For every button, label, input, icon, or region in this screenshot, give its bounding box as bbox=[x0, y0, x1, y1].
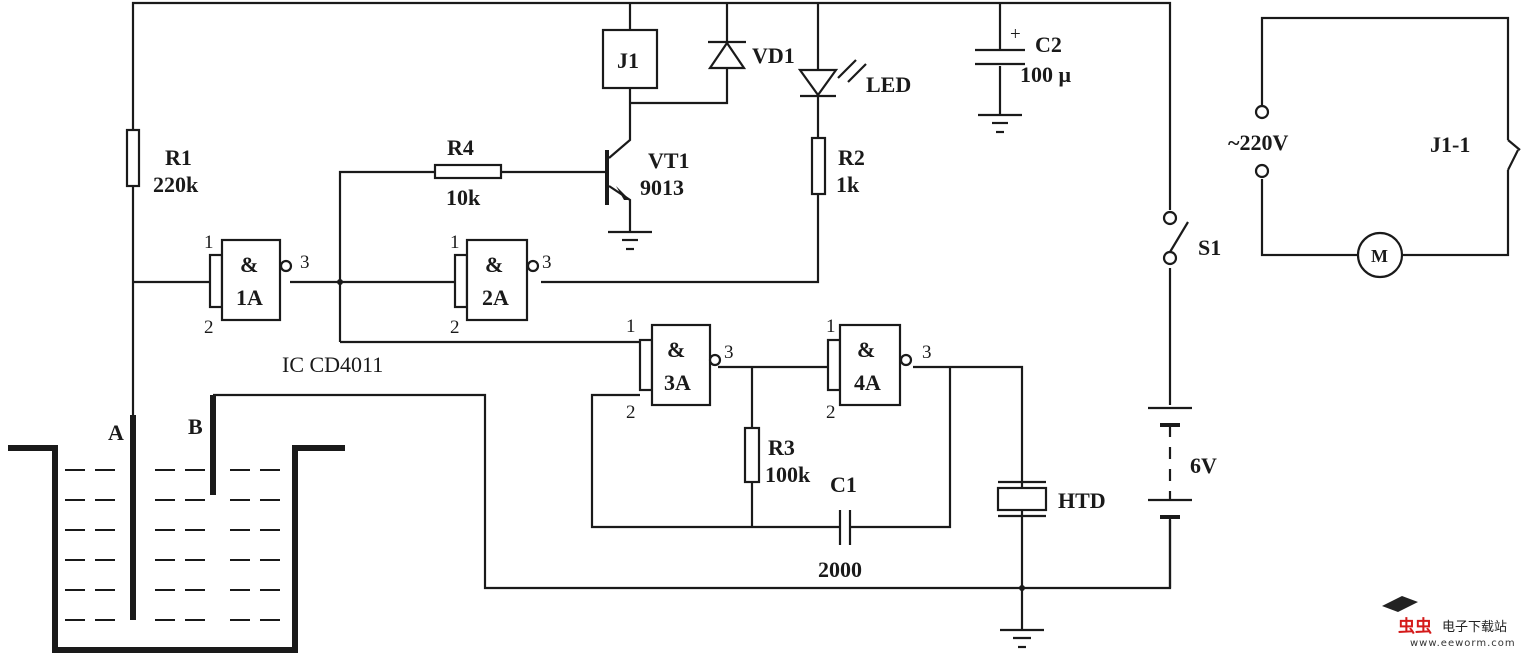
svg-text:A: A bbox=[108, 420, 124, 445]
labels: R1 220k R4 10k R2 1k R3 100k C1 2000 C2 … bbox=[108, 32, 1470, 582]
svg-text:1: 1 bbox=[626, 316, 636, 337]
svg-text:10k: 10k bbox=[446, 185, 481, 210]
resistor-r3 bbox=[743, 426, 761, 484]
led-symbol bbox=[797, 59, 867, 98]
resistor-r4 bbox=[433, 163, 503, 180]
mains-circuit: M bbox=[1254, 104, 1521, 279]
svg-text:&: & bbox=[667, 337, 685, 362]
watermark-brand: 虫虫 bbox=[1398, 617, 1432, 637]
svg-text:100 μ: 100 μ bbox=[1020, 62, 1072, 87]
transistor-vt1 bbox=[605, 150, 630, 205]
svg-text:2: 2 bbox=[826, 402, 836, 423]
svg-text:+: + bbox=[1010, 24, 1021, 45]
gate-3a: & 3A 1 2 3 bbox=[626, 316, 734, 423]
svg-text:C1: C1 bbox=[830, 472, 857, 497]
svg-text:3: 3 bbox=[300, 252, 310, 273]
svg-text:6V: 6V bbox=[1190, 453, 1217, 478]
svg-text:S1: S1 bbox=[1198, 235, 1221, 260]
svg-text:220k: 220k bbox=[153, 172, 199, 197]
svg-text:2A: 2A bbox=[482, 285, 509, 310]
relay-coil-j1 bbox=[601, 28, 659, 90]
svg-text:J1: J1 bbox=[617, 48, 639, 73]
svg-text:100k: 100k bbox=[765, 462, 811, 487]
svg-text:&: & bbox=[857, 337, 875, 362]
svg-text:2000: 2000 bbox=[818, 557, 862, 582]
water-tank bbox=[8, 395, 345, 653]
watermark-logo: 虫虫 电子下载站 www.eeworm.com bbox=[1380, 592, 1529, 654]
svg-text:J1-1: J1-1 bbox=[1430, 132, 1470, 157]
switch-s1 bbox=[1160, 210, 1189, 268]
svg-text:&: & bbox=[240, 252, 258, 277]
svg-text:4A: 4A bbox=[854, 370, 881, 395]
svg-text:R2: R2 bbox=[838, 145, 865, 170]
svg-text:9013: 9013 bbox=[640, 175, 684, 200]
buzzer-htd bbox=[996, 480, 1048, 518]
svg-text:IC CD4011: IC CD4011 bbox=[282, 352, 383, 377]
diode-vd1 bbox=[707, 40, 747, 70]
svg-text:R4: R4 bbox=[447, 135, 474, 160]
svg-text:1: 1 bbox=[826, 316, 836, 337]
capacitor-c1 bbox=[838, 510, 852, 545]
battery-6v bbox=[1148, 405, 1192, 588]
svg-text:B: B bbox=[188, 414, 203, 439]
svg-text:2: 2 bbox=[204, 317, 214, 338]
svg-text:3: 3 bbox=[922, 342, 932, 363]
svg-text:&: & bbox=[485, 252, 503, 277]
gate-1a: & 1A 1 2 3 bbox=[204, 232, 310, 338]
resistor-r2 bbox=[810, 136, 827, 196]
svg-text:~220V: ~220V bbox=[1228, 130, 1288, 155]
gate-4a: & 4A 1 2 3 bbox=[826, 316, 932, 423]
motor-icon bbox=[1356, 231, 1404, 279]
svg-text:M: M bbox=[1371, 246, 1388, 266]
capacitor-c2: + bbox=[975, 24, 1025, 66]
svg-text:2: 2 bbox=[626, 402, 636, 423]
svg-text:3: 3 bbox=[724, 342, 734, 363]
ground-icon bbox=[608, 113, 1044, 649]
svg-text:2: 2 bbox=[450, 317, 460, 338]
svg-text:C2: C2 bbox=[1035, 32, 1062, 57]
junctions bbox=[337, 279, 1025, 591]
svg-text:LED: LED bbox=[866, 72, 911, 97]
svg-text:1k: 1k bbox=[836, 172, 860, 197]
svg-text:1: 1 bbox=[450, 232, 460, 253]
svg-text:HTD: HTD bbox=[1058, 488, 1106, 513]
svg-text:1A: 1A bbox=[236, 285, 263, 310]
gate-2a: & 2A 1 2 3 bbox=[450, 232, 552, 338]
svg-text:VD1: VD1 bbox=[752, 43, 795, 68]
watermark-url: www.eeworm.com bbox=[1410, 638, 1516, 649]
svg-text:1: 1 bbox=[204, 232, 214, 253]
watermark-site-name: 电子下载站 bbox=[1442, 620, 1508, 635]
graduation-cap-icon bbox=[1382, 596, 1418, 612]
svg-text:R3: R3 bbox=[768, 435, 795, 460]
svg-text:3: 3 bbox=[542, 252, 552, 273]
svg-text:3A: 3A bbox=[664, 370, 691, 395]
svg-text:VT1: VT1 bbox=[648, 148, 690, 173]
svg-text:R1: R1 bbox=[165, 145, 192, 170]
resistor-r1 bbox=[125, 128, 141, 188]
